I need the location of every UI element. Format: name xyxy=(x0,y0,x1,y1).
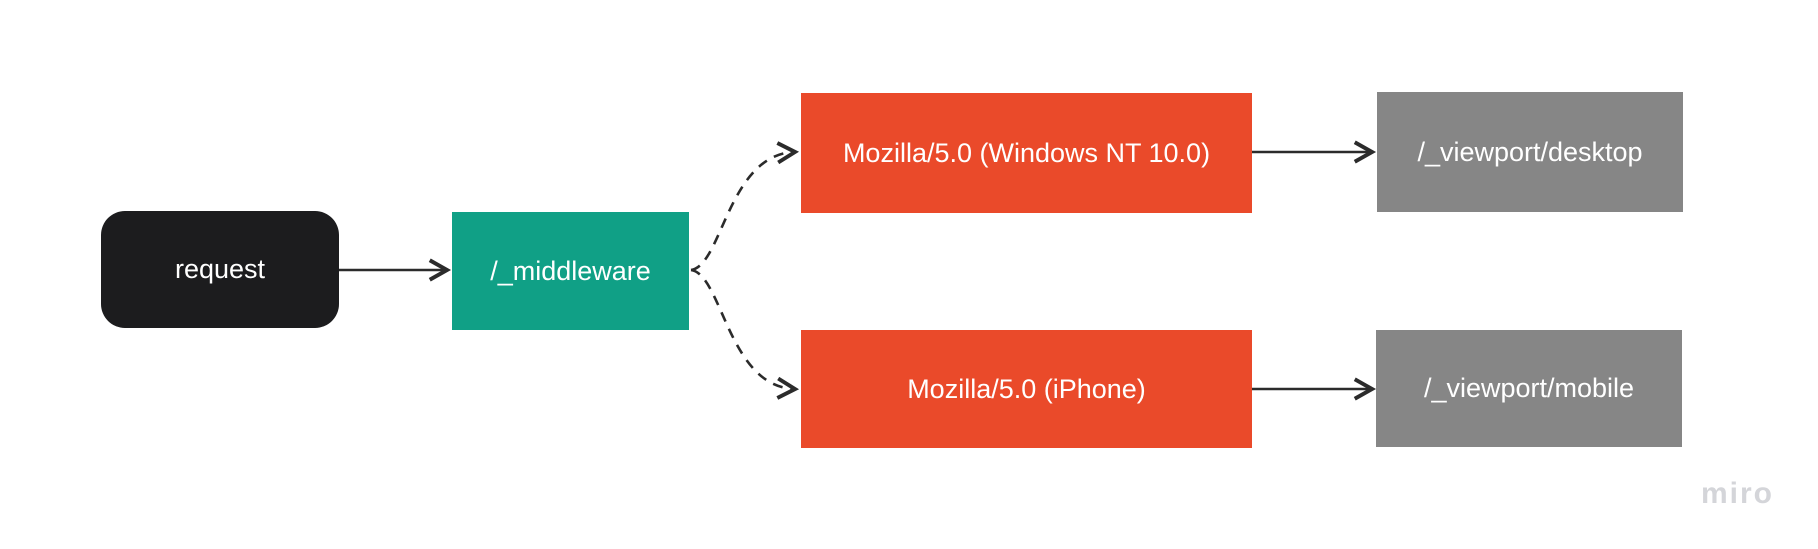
node-request[interactable]: request xyxy=(101,211,339,328)
node-label: /_viewport/mobile xyxy=(1423,373,1635,404)
node-label: Mozilla/5.0 (Windows NT 10.0) xyxy=(842,137,1211,168)
node-viewport-desktop[interactable]: /_viewport/desktop xyxy=(1377,92,1683,212)
connector-middleware-ua-desktop[interactable] xyxy=(690,141,800,272)
node-viewport-mobile[interactable]: /_viewport/mobile xyxy=(1376,330,1682,447)
miro-watermark: miro xyxy=(1700,477,1774,510)
node-middleware[interactable]: /_middleware xyxy=(452,212,689,330)
node-user-agent-mobile[interactable]: Mozilla/5.0 (iPhone) xyxy=(801,330,1252,448)
node-label: /_middleware xyxy=(490,255,651,286)
node-label: request xyxy=(174,254,266,285)
node-label: /_viewport/desktop xyxy=(1417,136,1643,167)
connector-middleware-ua-mobile[interactable] xyxy=(690,268,800,400)
node-label: Mozilla/5.0 (iPhone) xyxy=(907,373,1146,404)
node-user-agent-desktop[interactable]: Mozilla/5.0 (Windows NT 10.0) xyxy=(801,93,1252,213)
